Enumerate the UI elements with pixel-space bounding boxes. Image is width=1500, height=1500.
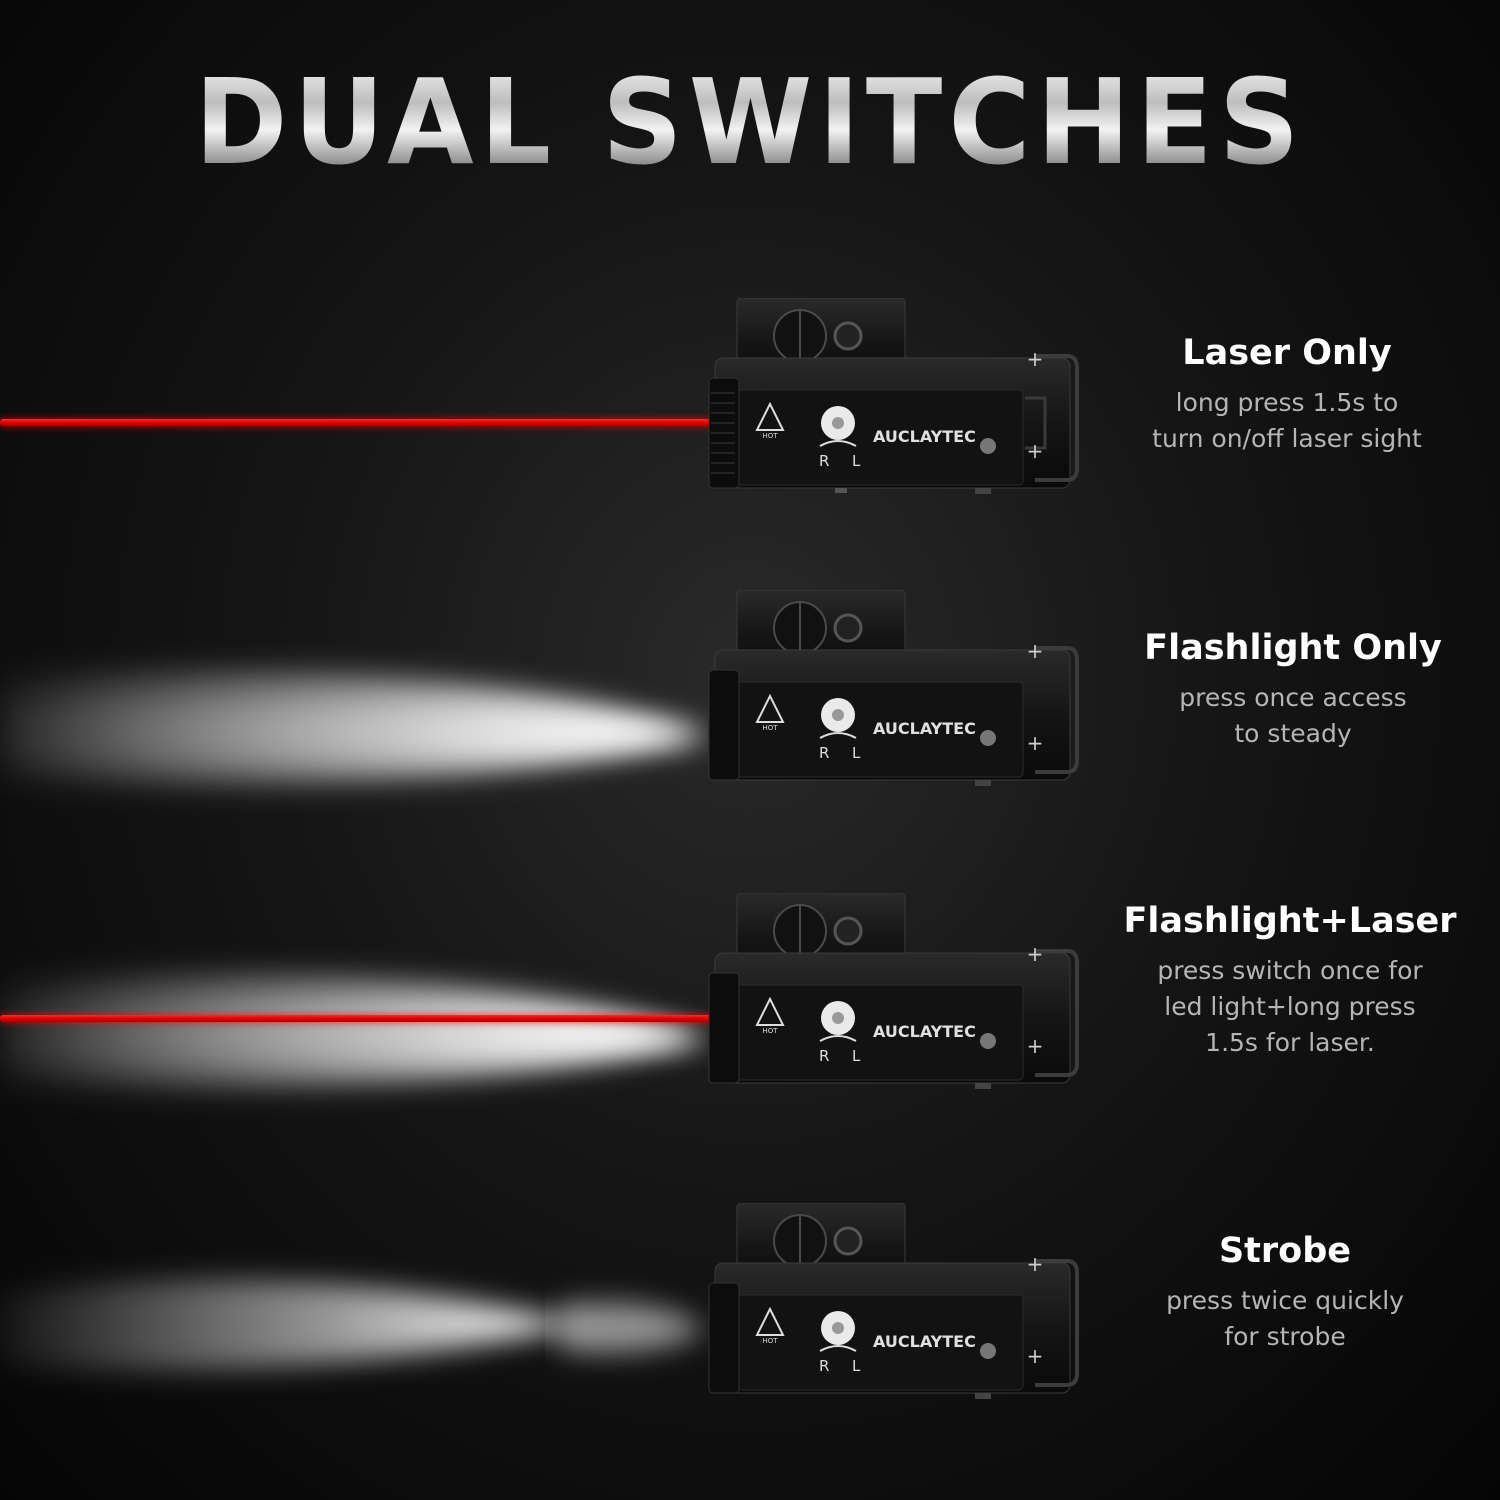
svg-text:+: + [1027, 347, 1044, 371]
mode-title: Flashlight Only [1144, 628, 1442, 668]
switch-right-label: R [819, 1047, 829, 1065]
brand-label: AUCLAYTEC [873, 1332, 976, 1351]
mode-text: Strobe press twice quickly for strobe [1085, 1231, 1485, 1355]
switch-left-label: L [852, 1047, 861, 1065]
brand-label: AUCLAYTEC [873, 1022, 976, 1041]
brand-label: AUCLAYTEC [873, 427, 976, 446]
svg-text:+: + [1027, 639, 1044, 663]
svg-text:+: + [1027, 942, 1044, 966]
laser-beam [0, 419, 712, 426]
light-laser-device: + + HOT R L AUCLAYTEC [708, 298, 1079, 494]
switch-right-label: R [819, 744, 829, 762]
mode-description: long press 1.5s to turn on/off laser sig… [1152, 388, 1422, 453]
mode-title: Strobe [1218, 1231, 1352, 1271]
light-laser-device: + + HOT R L AUCLAYTEC [708, 590, 1079, 786]
light-laser-device: + + HOT R L AUCLAYTEC [708, 893, 1079, 1089]
mode-text: Flashlight Only press once access to ste… [1093, 628, 1493, 752]
mode-text: Flashlight+Laser press switch once for l… [1090, 901, 1490, 1061]
switch-left-label: L [852, 1357, 861, 1375]
svg-text:+: + [1027, 1344, 1044, 1368]
svg-text:+: + [1027, 439, 1044, 463]
mode-laser-only: + + HOT R L AUCLAYTEC Laser Only long pr… [0, 290, 1500, 570]
mode-strobe: + + HOT R L AUCLAYTEC Strobe press twice… [0, 1195, 1500, 1475]
svg-text:+: + [1027, 731, 1044, 755]
light-beam [0, 672, 710, 785]
mode-flashlight-laser: + + HOT R L AUCLAYTEC Flashlight+Laser p… [0, 885, 1500, 1165]
laser-beam [0, 1015, 712, 1022]
headline: DUAL SWITCHES [0, 55, 1500, 192]
brand-label: AUCLAYTEC [873, 719, 976, 738]
mode-flashlight-only: + + HOT R L AUCLAYTEC Flashlight Only pr… [0, 580, 1500, 860]
strobe-beam [0, 1280, 706, 1370]
switch-left-label: L [852, 744, 861, 762]
hot-label: HOT [762, 1337, 778, 1345]
svg-text:+: + [1027, 1252, 1044, 1276]
switch-left-label: L [852, 452, 861, 470]
light-laser-device: + + HOT R L AUCLAYTEC [708, 1203, 1079, 1399]
mode-text: Laser Only long press 1.5s to turn on/of… [1087, 333, 1487, 457]
mode-title: Flashlight+Laser [1123, 901, 1457, 941]
hot-label: HOT [762, 432, 778, 440]
svg-text:+: + [1027, 1034, 1044, 1058]
mode-description: press twice quickly for strobe [1166, 1286, 1404, 1351]
mode-description: press once access to steady [1179, 683, 1407, 748]
mode-title: Laser Only [1182, 333, 1392, 373]
switch-right-label: R [819, 452, 829, 470]
hot-label: HOT [762, 1027, 778, 1035]
switch-right-label: R [819, 1357, 829, 1375]
mode-description: press switch once for led light+long pre… [1157, 956, 1423, 1057]
hot-label: HOT [762, 724, 778, 732]
